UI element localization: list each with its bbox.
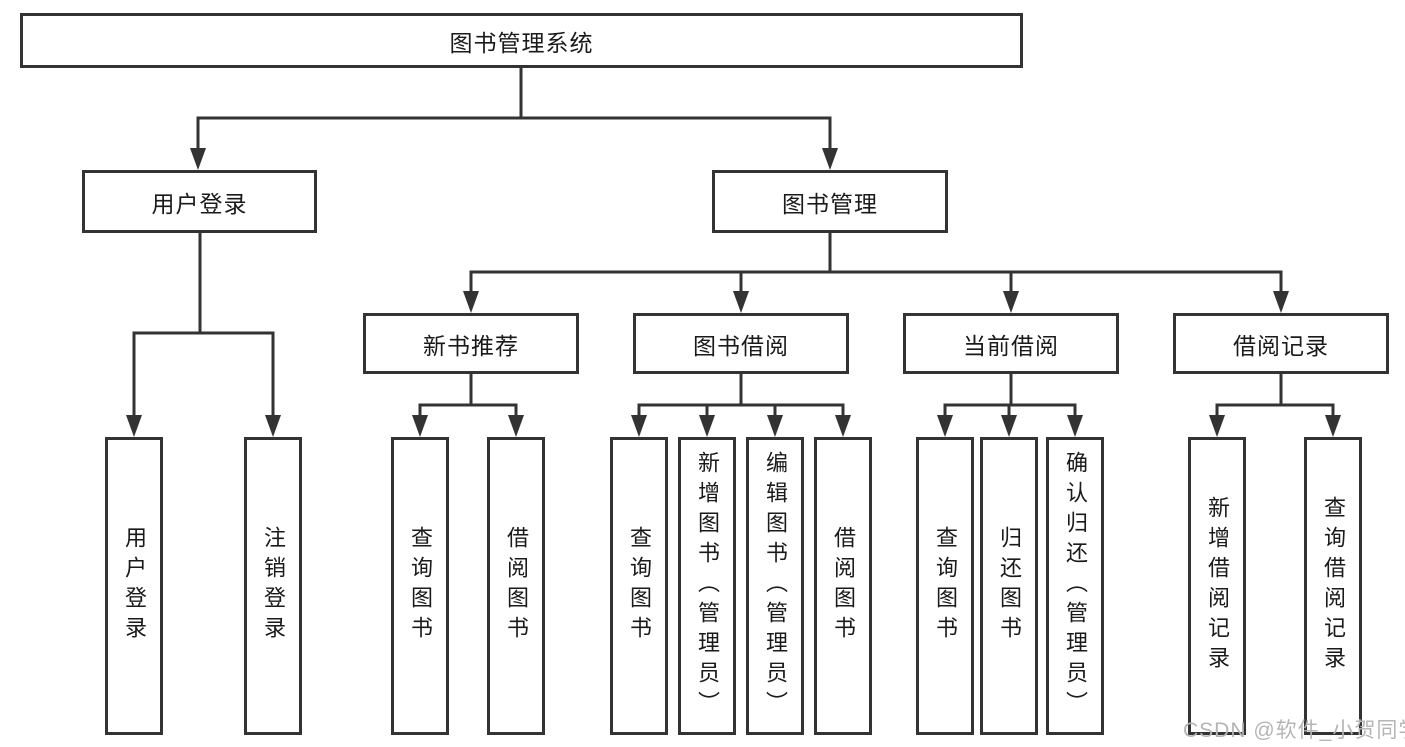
arrowhead-icons — [126, 148, 1341, 437]
node-label: 查询图书 — [408, 526, 433, 646]
leaf-confirm-return-admin: 确认归还（管理员） — [1046, 437, 1104, 735]
node-book-management: 图书管理 — [712, 170, 948, 233]
leaf-borrow-books: 借阅图书 — [814, 437, 872, 735]
node-label: 当前借阅 — [963, 332, 1059, 359]
node-label: 借阅图书 — [504, 526, 529, 646]
node-user-login: 用户登录 — [82, 170, 317, 233]
node-label: 借阅记录 — [1233, 332, 1329, 359]
node-label: 新书推荐 — [423, 332, 519, 359]
leaf-add-book-admin: 新增图书（管理员） — [678, 437, 736, 735]
leaf-return-book: 归还图书 — [980, 437, 1038, 735]
node-label: 图书管理 — [782, 190, 878, 217]
node-label: 新增图书（管理员） — [695, 451, 720, 721]
node-new-book-recommend: 新书推荐 — [363, 313, 579, 374]
node-label: 图书借阅 — [693, 332, 789, 359]
node-label: 查询图书 — [933, 526, 958, 646]
leaf-query-books-current: 查询图书 — [916, 437, 974, 735]
leaf-edit-book-admin: 编辑图书（管理员） — [746, 437, 804, 735]
node-label: 借阅图书 — [831, 526, 856, 646]
node-borrow-records: 借阅记录 — [1173, 313, 1389, 374]
node-label: 查询借阅记录 — [1321, 496, 1346, 676]
leaf-query-borrow-record: 查询借阅记录 — [1304, 437, 1362, 735]
node-label: 归还图书 — [997, 526, 1022, 646]
node-label: 用户登录 — [151, 190, 248, 217]
leaf-query-books-recommend: 查询图书 — [391, 437, 449, 735]
leaf-borrow-books-recommend: 借阅图书 — [487, 437, 545, 735]
node-book-borrow: 图书借阅 — [633, 313, 849, 374]
node-root-system: 图书管理系统 — [20, 13, 1023, 68]
node-label: 查询图书 — [627, 526, 652, 646]
node-current-borrow: 当前借阅 — [903, 313, 1119, 374]
leaf-user-login: 用户登录 — [105, 437, 163, 735]
leaf-add-borrow-record: 新增借阅记录 — [1188, 437, 1246, 735]
node-label: 图书管理系统 — [449, 29, 594, 56]
node-label: 注销登录 — [261, 526, 286, 646]
csdn-watermark: CSDN @软件_小贺同学 — [1183, 719, 1405, 742]
leaf-logout: 注销登录 — [244, 437, 302, 735]
node-label: 用户登录 — [122, 526, 147, 646]
node-label: 新增借阅记录 — [1205, 496, 1230, 676]
node-label: 确认归还（管理员） — [1063, 451, 1088, 721]
node-label: 编辑图书（管理员） — [763, 451, 788, 721]
leaf-query-books-borrow: 查询图书 — [610, 437, 668, 735]
